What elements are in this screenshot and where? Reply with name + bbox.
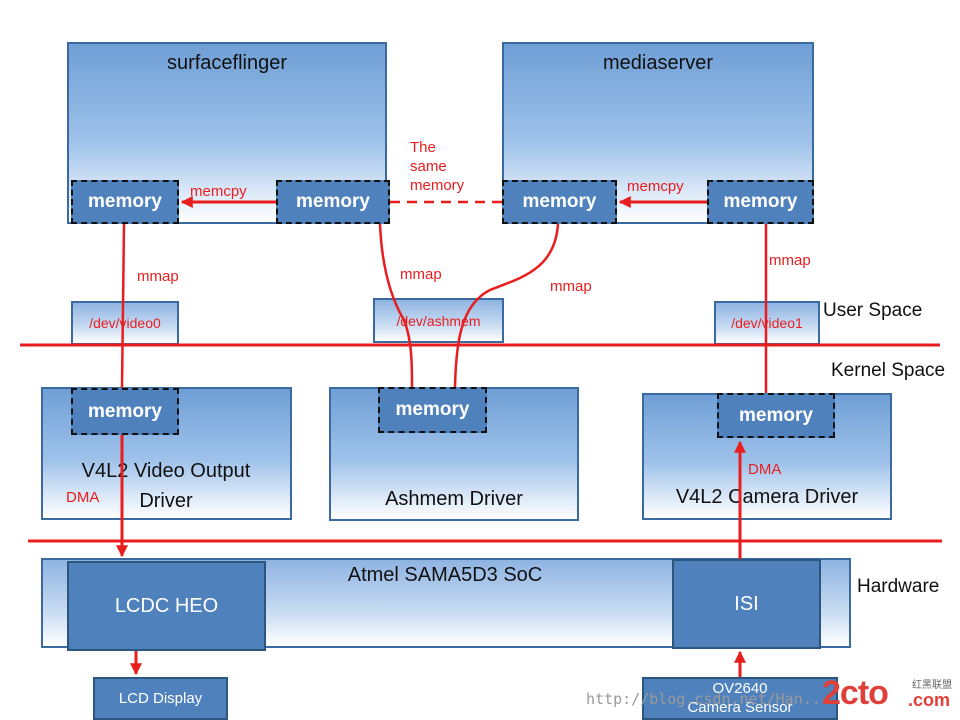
memory-block-ashmem: memory bbox=[378, 387, 487, 433]
mmap-label-ashmem-right: mmap bbox=[550, 278, 592, 295]
watermark-logo-sub: 红黑联盟 bbox=[912, 680, 952, 691]
memory-block-surfaceflinger-right: memory bbox=[276, 180, 390, 224]
ov2640-sensor-box: OV2640 Camera Sensor bbox=[642, 677, 838, 720]
memory-block-mediaserver-right: memory bbox=[707, 180, 814, 224]
memcpy-label-left: memcpy bbox=[190, 183, 247, 200]
dev-ashmem-node: /dev/ashmem bbox=[373, 298, 504, 343]
mmap-label-video0: mmap bbox=[137, 268, 179, 285]
dma-label-output: DMA bbox=[66, 489, 100, 506]
user-space-label: User Space bbox=[823, 300, 923, 321]
isi-block: ISI bbox=[672, 559, 821, 649]
lcdc-heo-block: LCDC HEO bbox=[67, 561, 266, 651]
v4l2-output-driver-label: V4L2 Video Output Driver bbox=[81, 460, 251, 512]
watermark-logo-text: 2cto bbox=[822, 674, 889, 712]
watermark-url: http://blog.csdn.net/Han... bbox=[586, 690, 830, 708]
memcpy-label-right: memcpy bbox=[627, 178, 684, 195]
mmap-label-video1: mmap bbox=[769, 252, 811, 269]
same-memory-label: The same memory bbox=[410, 139, 465, 194]
v4l2-camera-driver-label: V4L2 Camera Driver bbox=[675, 486, 859, 508]
kernel-space-label: Kernel Space bbox=[831, 360, 946, 381]
mmap-label-ashmem-left: mmap bbox=[400, 266, 442, 283]
mmap-line-video0 bbox=[120, 223, 126, 389]
mmap-line-surfaceflinger-ashmem bbox=[378, 223, 414, 388]
memory-block-mediaserver-left: memory bbox=[502, 180, 617, 224]
mediaserver-title: mediaserver bbox=[602, 52, 714, 74]
hardware-label: Hardware bbox=[857, 576, 940, 597]
ashmem-driver-label: Ashmem Driver bbox=[385, 488, 523, 510]
memory-block-v4l2-camera: memory bbox=[717, 393, 835, 438]
dma-label-camera: DMA bbox=[748, 461, 782, 478]
watermark-logo-domain: .com bbox=[908, 690, 951, 710]
memory-block-surfaceflinger-left: memory bbox=[71, 180, 179, 224]
surfaceflinger-title: surfaceflinger bbox=[166, 52, 288, 74]
mmap-line-mediaserver-ashmem bbox=[453, 223, 560, 388]
memory-block-v4l2-output: memory bbox=[71, 388, 179, 435]
soc-label: Atmel SAMA5D3 SoC bbox=[347, 564, 543, 586]
lcd-display-box: LCD Display bbox=[93, 677, 228, 720]
watermark-logo: 2cto 红黑联盟 .com bbox=[822, 672, 958, 718]
